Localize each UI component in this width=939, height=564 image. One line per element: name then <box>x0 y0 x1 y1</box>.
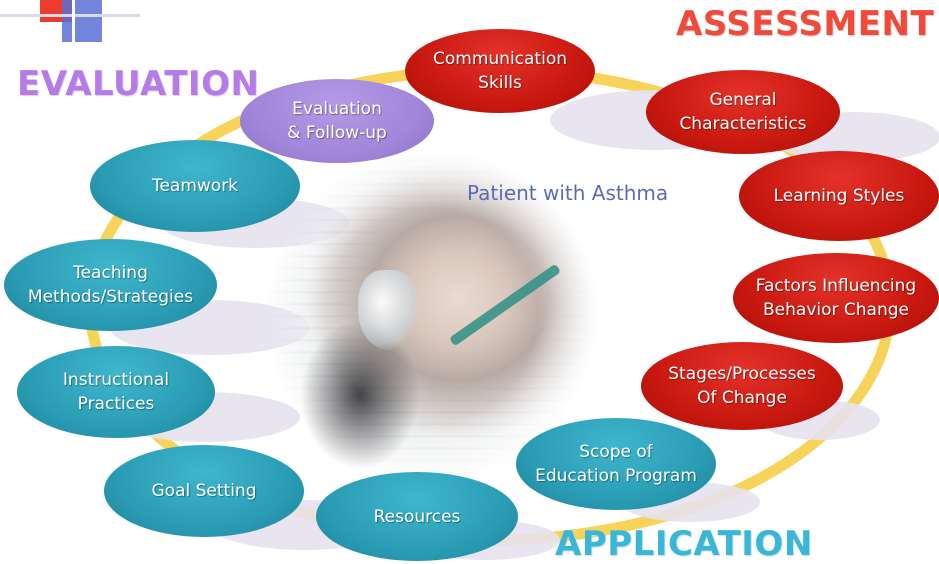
node-label: Communication Skills <box>433 49 567 93</box>
node-instructional-practices: Instructional Practices <box>17 346 215 438</box>
node-label: Learning Styles <box>773 186 905 206</box>
section-label-evaluation: EVALUATION <box>17 64 260 104</box>
node-label: General Characteristics <box>679 90 807 134</box>
node-stages-processes: Stages/Processes Of Change <box>641 342 843 430</box>
oxygen-mask-icon <box>358 270 418 350</box>
node-general-characteristics: General Characteristics <box>646 70 840 154</box>
node-label: Teamwork <box>151 176 239 196</box>
section-label-application: APPLICATION <box>555 524 813 564</box>
node-label: Scope of Education Program <box>535 442 697 486</box>
node-evaluation-follow-up: Evaluation & Follow-up <box>240 79 434 163</box>
node-label: Instructional Practices <box>62 370 170 414</box>
node-label: Teaching Methods/Strategies <box>27 263 194 307</box>
section-label-assessment: ASSESSMENT <box>676 4 935 44</box>
node-teaching-methods: Teaching Methods/Strategies <box>4 239 217 331</box>
node-label: Stages/Processes Of Change <box>668 364 816 408</box>
node-label: Goal Setting <box>151 481 257 501</box>
node-factors-influencing: Factors Influencing Behavior Change <box>733 253 939 343</box>
node-goal-setting: Goal Setting <box>104 445 304 537</box>
node-label: Evaluation & Follow-up <box>287 99 387 143</box>
corner-decoration <box>0 0 140 42</box>
node-label: Resources <box>373 506 461 527</box>
node-resources: Resources <box>316 472 518 561</box>
node-label: Factors Influencing Behavior Change <box>755 276 917 320</box>
node-teamwork: Teamwork <box>90 140 300 232</box>
node-communication-skills: Communication Skills <box>405 29 595 113</box>
node-scope-education: Scope of Education Program <box>516 418 716 510</box>
center-label: Patient with Asthma <box>467 181 669 205</box>
node-learning-styles: Learning Styles <box>739 151 939 241</box>
